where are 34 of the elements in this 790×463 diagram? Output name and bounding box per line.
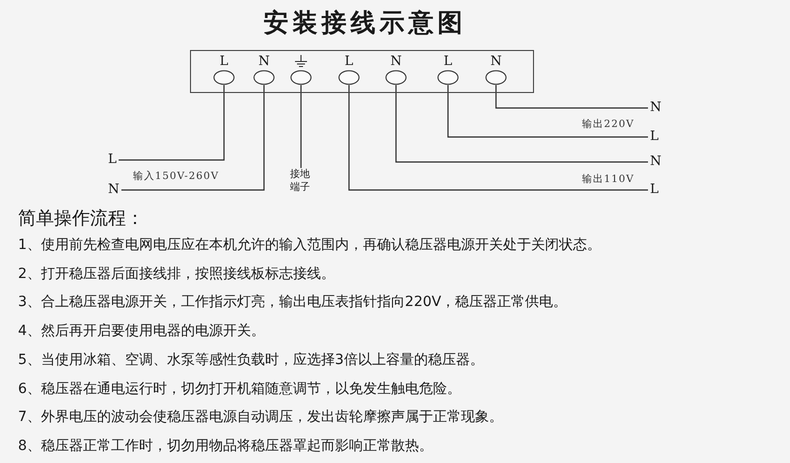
instruction-line: 4、然后再开启要使用电器的电源开关。: [18, 322, 265, 340]
terminal-letter: L: [344, 54, 354, 69]
wire: [495, 85, 648, 109]
wire-end-label: N: [650, 100, 662, 116]
voltage-label: 输出110V: [582, 172, 634, 186]
terminal-block: [190, 50, 534, 93]
terminal-letter: N: [489, 54, 503, 69]
diagram-title: 安装接线示意图: [262, 7, 468, 39]
instruction-line: 2、打开稳压器后面接线排，按照接线板标志接线。: [18, 264, 335, 283]
wire-end-label: L: [108, 152, 117, 168]
instruction-line: 7、外界电压的波动会使稳压器电源自动调压，发出齿轮摩擦声属于正常现象。: [18, 408, 503, 426]
wire: [121, 85, 265, 191]
instruction-line: 6、稳压器在通电运行时，切勿打开机箱随意调节，以免发生触电危险。: [18, 380, 461, 398]
instruction-line: 3、合上稳压器电源开关，工作指示灯亮，输出电压表指针指向220V，稳压器正常供电。: [18, 293, 568, 312]
instruction-line: 5、当使用冰箱、空调、水泵等感性负载时，应选择3倍以上容量的稳压器。: [18, 350, 484, 369]
wire: [300, 85, 302, 168]
terminal-letter: L: [218, 54, 230, 69]
wire: [348, 85, 648, 191]
ground-terminal-label: 接地端子: [289, 168, 311, 194]
wire: [118, 85, 225, 161]
section-heading: 简单操作流程：: [18, 207, 144, 230]
instruction-line: 1、使用前先检查电网电压应在本机允许的输入范围内，再确认稳压器电源开关处于关闭状态。: [18, 236, 601, 254]
terminal-letter: L: [442, 54, 454, 69]
wire-end-label: L: [650, 129, 659, 145]
terminal-letter: N: [257, 54, 271, 69]
terminal-letter: N: [389, 54, 403, 69]
voltage-label: 输入150V-260V: [133, 170, 220, 183]
voltage-label: 输出220V: [582, 118, 634, 131]
wire-end-label: L: [650, 182, 659, 198]
instruction-line: 8、稳压器正常工作时，切勿用物品将稳压器罩起而影响正常散热。: [18, 436, 433, 455]
wire: [447, 85, 648, 138]
wire-end-label: N: [650, 154, 662, 170]
wire: [395, 85, 648, 163]
wire-end-label: N: [108, 182, 120, 198]
